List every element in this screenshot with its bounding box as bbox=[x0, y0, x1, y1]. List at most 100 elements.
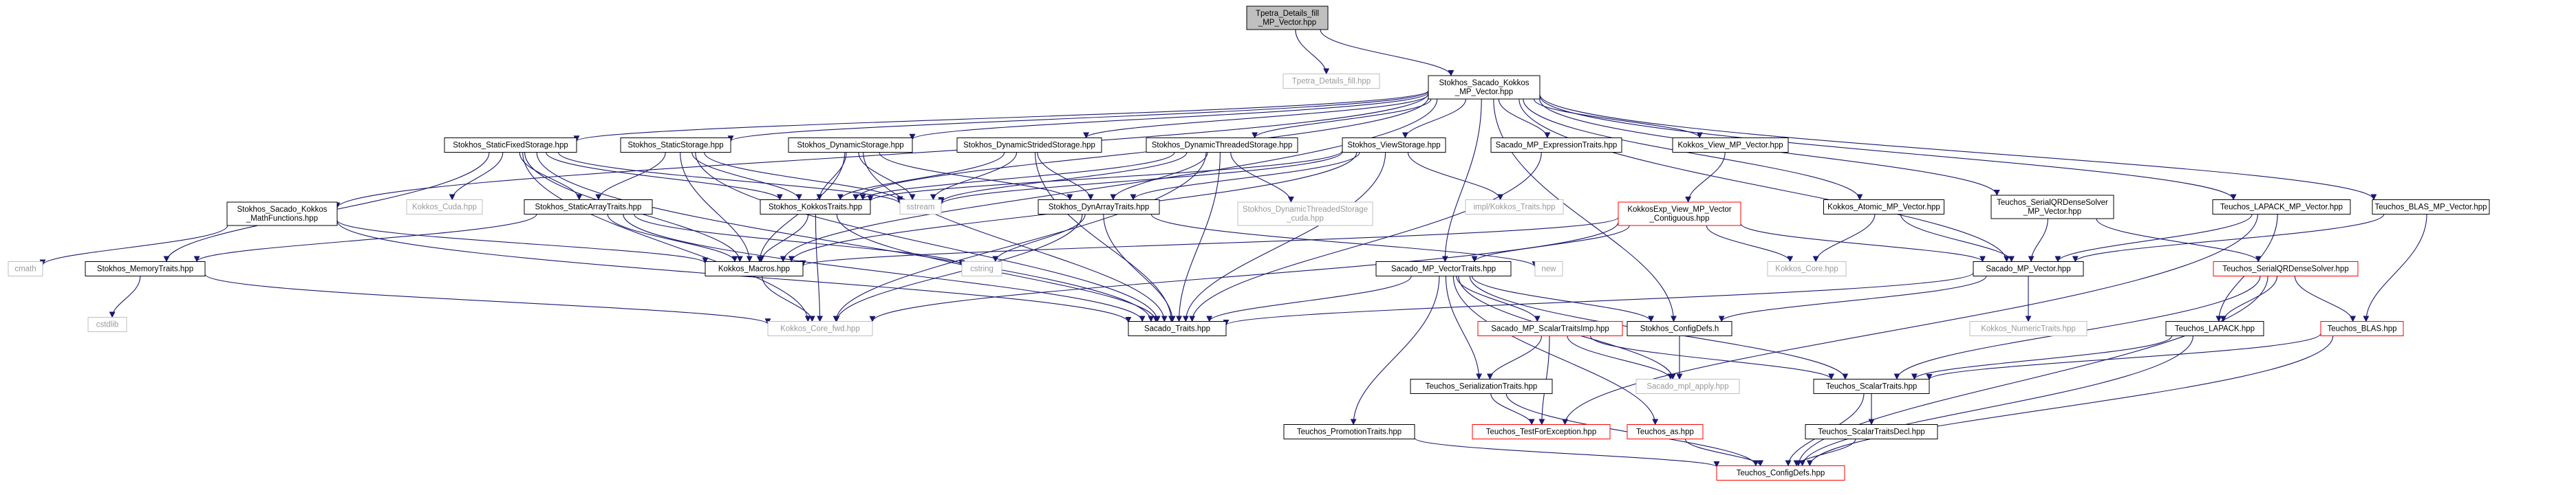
node-memory-traits[interactable]: Stokhos_MemoryTraits.hpp bbox=[85, 261, 206, 276]
edge-dynamic_storage-to-kokkos_traits bbox=[816, 152, 847, 201]
node-box bbox=[1465, 199, 1564, 214]
edge-sacado_kokkos_math-to-cmath bbox=[39, 225, 228, 266]
node-kokkos-macros[interactable]: Kokkos_Macros.hpp bbox=[705, 261, 804, 276]
node-box bbox=[1283, 424, 1415, 439]
edge-sacado_kokkos_mpv-to-dynamic_storage bbox=[909, 91, 1429, 140]
node-test-for-exception[interactable]: Teuchos_TestForException.hpp bbox=[1472, 424, 1611, 439]
node-teuchos-blas[interactable]: Teuchos_BLAS.hpp bbox=[2320, 321, 2404, 336]
node-kokkosexp-view-contig[interactable]: KokkosExp_View_MP_Vector_Contiguous.hpp bbox=[1618, 201, 1741, 226]
node-teuchos-scalar-traits[interactable]: Teuchos_ScalarTraits.hpp bbox=[1813, 379, 1930, 394]
node-kokkos-atomic-mpv[interactable]: Kokkos_Atomic_MP_Vector.hpp bbox=[1823, 199, 1944, 214]
edge-dynamic_threaded-to-dyn_array_traits bbox=[1110, 152, 1208, 201]
edge-sacado_kokkos_mpv-to-sacado_kokkos_math bbox=[334, 93, 1429, 209]
node-scalar-traits-imp[interactable]: Sacado_MP_ScalarTraitsImp.hpp bbox=[1477, 321, 1623, 336]
node-serialization-traits[interactable]: Teuchos_SerializationTraits.hpp bbox=[1410, 379, 1553, 394]
node-dyn-array-traits[interactable]: Stokhos_DynArrayTraits.hpp bbox=[1038, 199, 1160, 214]
node-static-fixed[interactable]: Stokhos_StaticFixedStorage.hpp bbox=[444, 138, 577, 153]
node-label: Teuchos_SerializationTraits.hpp bbox=[1426, 383, 1538, 391]
edge-static_fixed-to-sacado_traits bbox=[536, 152, 1155, 322]
node-sacado-mpl-apply: Sacado_mpl_apply.hpp bbox=[1635, 379, 1740, 394]
node-box bbox=[1342, 138, 1446, 153]
node-label: Kokkos_Core.hpp bbox=[1775, 265, 1838, 274]
edge-dynamic_strided-to-kokkos_traits bbox=[837, 152, 1005, 201]
edge-scalar_traits_imp-to-sacado_mpl_apply bbox=[1567, 336, 1674, 380]
node-box bbox=[620, 138, 731, 153]
edge-static_storage-to-sstream bbox=[703, 152, 903, 203]
node-box bbox=[87, 317, 127, 332]
edge-view_storage-to-sacado_traits bbox=[1182, 152, 1386, 322]
node-teuchos-lapack[interactable]: Teuchos_LAPACK.hpp bbox=[2165, 321, 2264, 336]
file-nodes: Tpetra_Details_fill_MP_Vector.hppTpetra_… bbox=[8, 6, 2490, 481]
node-label: _cuda.hpp bbox=[1286, 214, 1324, 223]
node-box bbox=[767, 321, 873, 336]
node-box bbox=[2320, 321, 2404, 336]
node-mp-vector-traits[interactable]: Sacado_MP_VectorTraits.hpp bbox=[1375, 261, 1512, 276]
node-label: Teuchos_LAPACK_MP_Vector.hpp bbox=[2220, 204, 2343, 212]
node-box bbox=[1635, 379, 1740, 394]
node-static-storage[interactable]: Stokhos_StaticStorage.hpp bbox=[620, 138, 731, 153]
node-label: Teuchos_LAPACK.hpp bbox=[2175, 325, 2255, 333]
node-dynamic-threaded[interactable]: Stokhos_DynamicThreadedStorage.hpp bbox=[1146, 138, 1298, 153]
edge-teuchos_lapack_mpv-to-test_for_exception bbox=[1562, 214, 2258, 426]
node-box bbox=[524, 199, 653, 214]
edge-teuchos_serialqr_mpv-to-teuchos_serialqr bbox=[2096, 218, 2262, 263]
node-kokkos-traits[interactable]: Stokhos_KokkosTraits.hpp bbox=[760, 199, 871, 214]
node-kokkos-view-mpv[interactable]: Kokkos_View_MP_Vector.hpp bbox=[1672, 138, 1789, 153]
edge-teuchos_serialqr_mpv-to-sacado_mp_vector bbox=[2028, 218, 2048, 263]
edge-static_fixed-to-kokkos_core_fwd bbox=[522, 152, 811, 322]
node-dynamic-strided[interactable]: Stokhos_DynamicStridedStorage.hpp bbox=[956, 138, 1102, 153]
node-sacado-traits[interactable]: Sacado_Traits.hpp bbox=[1128, 321, 1227, 336]
edge-memory_traits-to-cstdlib bbox=[109, 276, 141, 318]
edge-teuchos_serialqr-to-teuchos_lapack bbox=[2220, 276, 2278, 322]
node-teuchos-lapack-mpv[interactable]: Teuchos_LAPACK_MP_Vector.hpp bbox=[2212, 199, 2351, 214]
edge-sacado_kokkos_mpv-to-stokhos_configdefs bbox=[1493, 98, 1677, 322]
edge-dyn_array_traits-to-sacado_traits bbox=[1103, 214, 1176, 322]
node-teuchos-blas-mpv[interactable]: Teuchos_BLAS_MP_Vector.hpp bbox=[2372, 199, 2490, 214]
node-box bbox=[1428, 75, 1541, 100]
node-box bbox=[1805, 424, 1938, 439]
edge-scalar_traits_imp-to-serialization_traits bbox=[1487, 336, 1543, 380]
node-box bbox=[2212, 199, 2351, 214]
node-box bbox=[1490, 138, 1622, 153]
node-box bbox=[1246, 6, 1329, 30]
node-label: Kokkos_Core_fwd.hpp bbox=[780, 325, 860, 333]
edge-teuchos_blas-to-teuchos_configdefs bbox=[1806, 336, 2334, 467]
node-teuchos-serialqr-mpv[interactable]: Teuchos_SerialQRDenseSolver_MP_Vector.hp… bbox=[1990, 195, 2114, 219]
edge-mp_vector_traits-to-stokhos_configdefs bbox=[1471, 276, 1655, 322]
edge-sacado_kokkos_mpv-to-teuchos_blas_mpv bbox=[1539, 94, 2377, 201]
node-scalar-traits-decl[interactable]: Teuchos_ScalarTraitsDecl.hpp bbox=[1805, 424, 1938, 439]
edge-sacado_mp_vector-to-stokhos_configdefs bbox=[1718, 276, 1987, 322]
edge-static_storage-to-kokkos_macros bbox=[680, 152, 753, 263]
edge-sacado_kokkos_mpv-to-sacado_mp_vector bbox=[1518, 98, 2010, 263]
edge-kokkosexp_view_contig-to-kokkos_core_fwd bbox=[869, 221, 1619, 322]
edge-teuchos_blas_mpv-to-sacado_mp_vector bbox=[2072, 214, 2385, 263]
edge-kokkosexp_view_contig-to-mp_vector_traits bbox=[1471, 225, 1630, 263]
node-label: _Contiguous.hpp bbox=[1649, 214, 1710, 223]
node-sacado-mp-vector[interactable]: Sacado_MP_Vector.hpp bbox=[1973, 261, 2084, 276]
node-promotion-traits[interactable]: Teuchos_PromotionTraits.hpp bbox=[1283, 424, 1415, 439]
node-stokhos-configdefs[interactable]: Stokhos_ConfigDefs.h bbox=[1627, 321, 1732, 336]
node-box bbox=[406, 199, 483, 214]
edge-dynamic_strided-to-dyn_array_traits bbox=[1037, 152, 1094, 201]
node-box bbox=[1534, 261, 1563, 276]
node-label: cstdlib bbox=[96, 321, 119, 329]
node-sacado-kokkos-mpv[interactable]: Stokhos_Sacado_Kokkos_MP_Vector.hpp bbox=[1428, 75, 1541, 100]
node-mp-expr-traits[interactable]: Sacado_MP_ExpressionTraits.hpp bbox=[1490, 138, 1622, 153]
node-kokkos-core-fwd: Kokkos_Core_fwd.hpp bbox=[767, 321, 873, 336]
node-teuchos-serialqr[interactable]: Teuchos_SerialQRDenseSolver.hpp bbox=[2213, 261, 2359, 276]
node-label: Stokhos_DynamicStridedStorage.hpp bbox=[963, 142, 1095, 150]
node-dynamic-storage[interactable]: Stokhos_DynamicStorage.hpp bbox=[788, 138, 913, 153]
node-teuchos-as[interactable]: Teuchos_as.hpp bbox=[1627, 424, 1704, 439]
edge-sacado_kokkos_mpv-to-teuchos_lapack_mpv bbox=[1539, 96, 2237, 201]
node-sacado-kokkos-math[interactable]: Stokhos_Sacado_Kokkos_MathFunctions.hpp bbox=[226, 201, 338, 226]
edge-sacado_kokkos_mpv-to-mp_vector_traits bbox=[1441, 98, 1482, 263]
node-kokkos-cuda: Kokkos_Cuda.hpp bbox=[406, 199, 483, 214]
node-label: Kokkos_Macros.hpp bbox=[718, 265, 790, 274]
node-static-array-traits[interactable]: Stokhos_StaticArrayTraits.hpp bbox=[524, 199, 653, 214]
edge-sacado_kokkos_mpv-to-dynamic_strided bbox=[1083, 94, 1429, 139]
node-teuchos-configdefs[interactable]: Teuchos_ConfigDefs.hpp bbox=[1716, 465, 1845, 481]
node-box bbox=[2213, 261, 2359, 276]
edge-static_fixed-to-sstream bbox=[557, 152, 903, 205]
node-view-storage[interactable]: Stokhos_ViewStorage.hpp bbox=[1342, 138, 1446, 153]
